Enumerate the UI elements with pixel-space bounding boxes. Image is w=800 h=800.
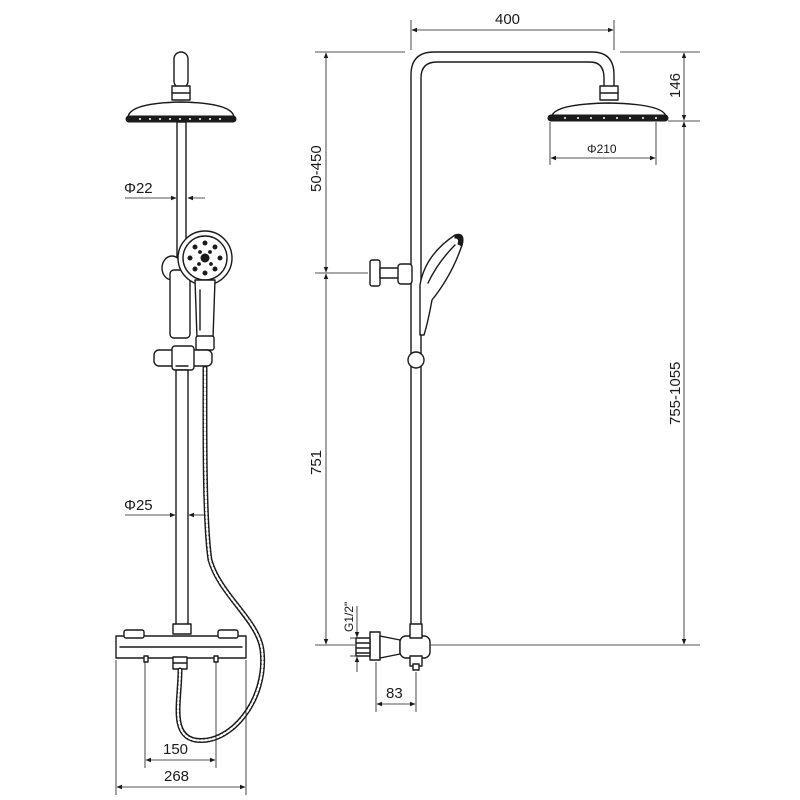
overall-height-label: 755-1055 — [667, 362, 684, 425]
lower-pipe-diameter-label: Φ25 — [124, 497, 153, 514]
side-hand-shower — [419, 233, 464, 336]
front-rain-shower-head — [125, 101, 237, 123]
inlet-depth-label: 83 — [386, 685, 403, 702]
side-mixer — [355, 623, 431, 671]
front-hand-shower — [177, 230, 233, 351]
front-hand-shower-holder — [161, 255, 191, 339]
riser-length-label: 751 — [308, 450, 325, 475]
head-reach-label: 400 — [495, 11, 520, 28]
front-shower-arm — [173, 51, 189, 89]
inlet-centers-label: 150 — [163, 741, 188, 758]
side-wall-bracket — [369, 259, 413, 287]
front-lower-pipe — [175, 369, 189, 633]
upper-pipe-diameter-label: Φ22 — [124, 180, 153, 197]
mixer-width-label: 268 — [164, 768, 189, 785]
front-thermostatic-mixer — [115, 629, 247, 670]
head-diameter-label: Φ210 — [587, 142, 617, 156]
front-slide-bracket — [153, 345, 213, 371]
inlet-thread-label: G1/2" — [342, 602, 356, 632]
front-view: Φ22 Φ25 150 268 — [115, 51, 266, 795]
side-slide-knob — [407, 351, 425, 369]
side-view: 400 Φ210 146 755-1055 50-450 751 G1/2" — [308, 11, 700, 712]
side-riser-and-arm — [410, 51, 615, 641]
rail-adjust-label: 50-450 — [308, 145, 325, 192]
front-shower-hose — [175, 365, 266, 743]
head-height-label: 146 — [667, 73, 684, 98]
side-rain-shower-head — [547, 85, 669, 122]
